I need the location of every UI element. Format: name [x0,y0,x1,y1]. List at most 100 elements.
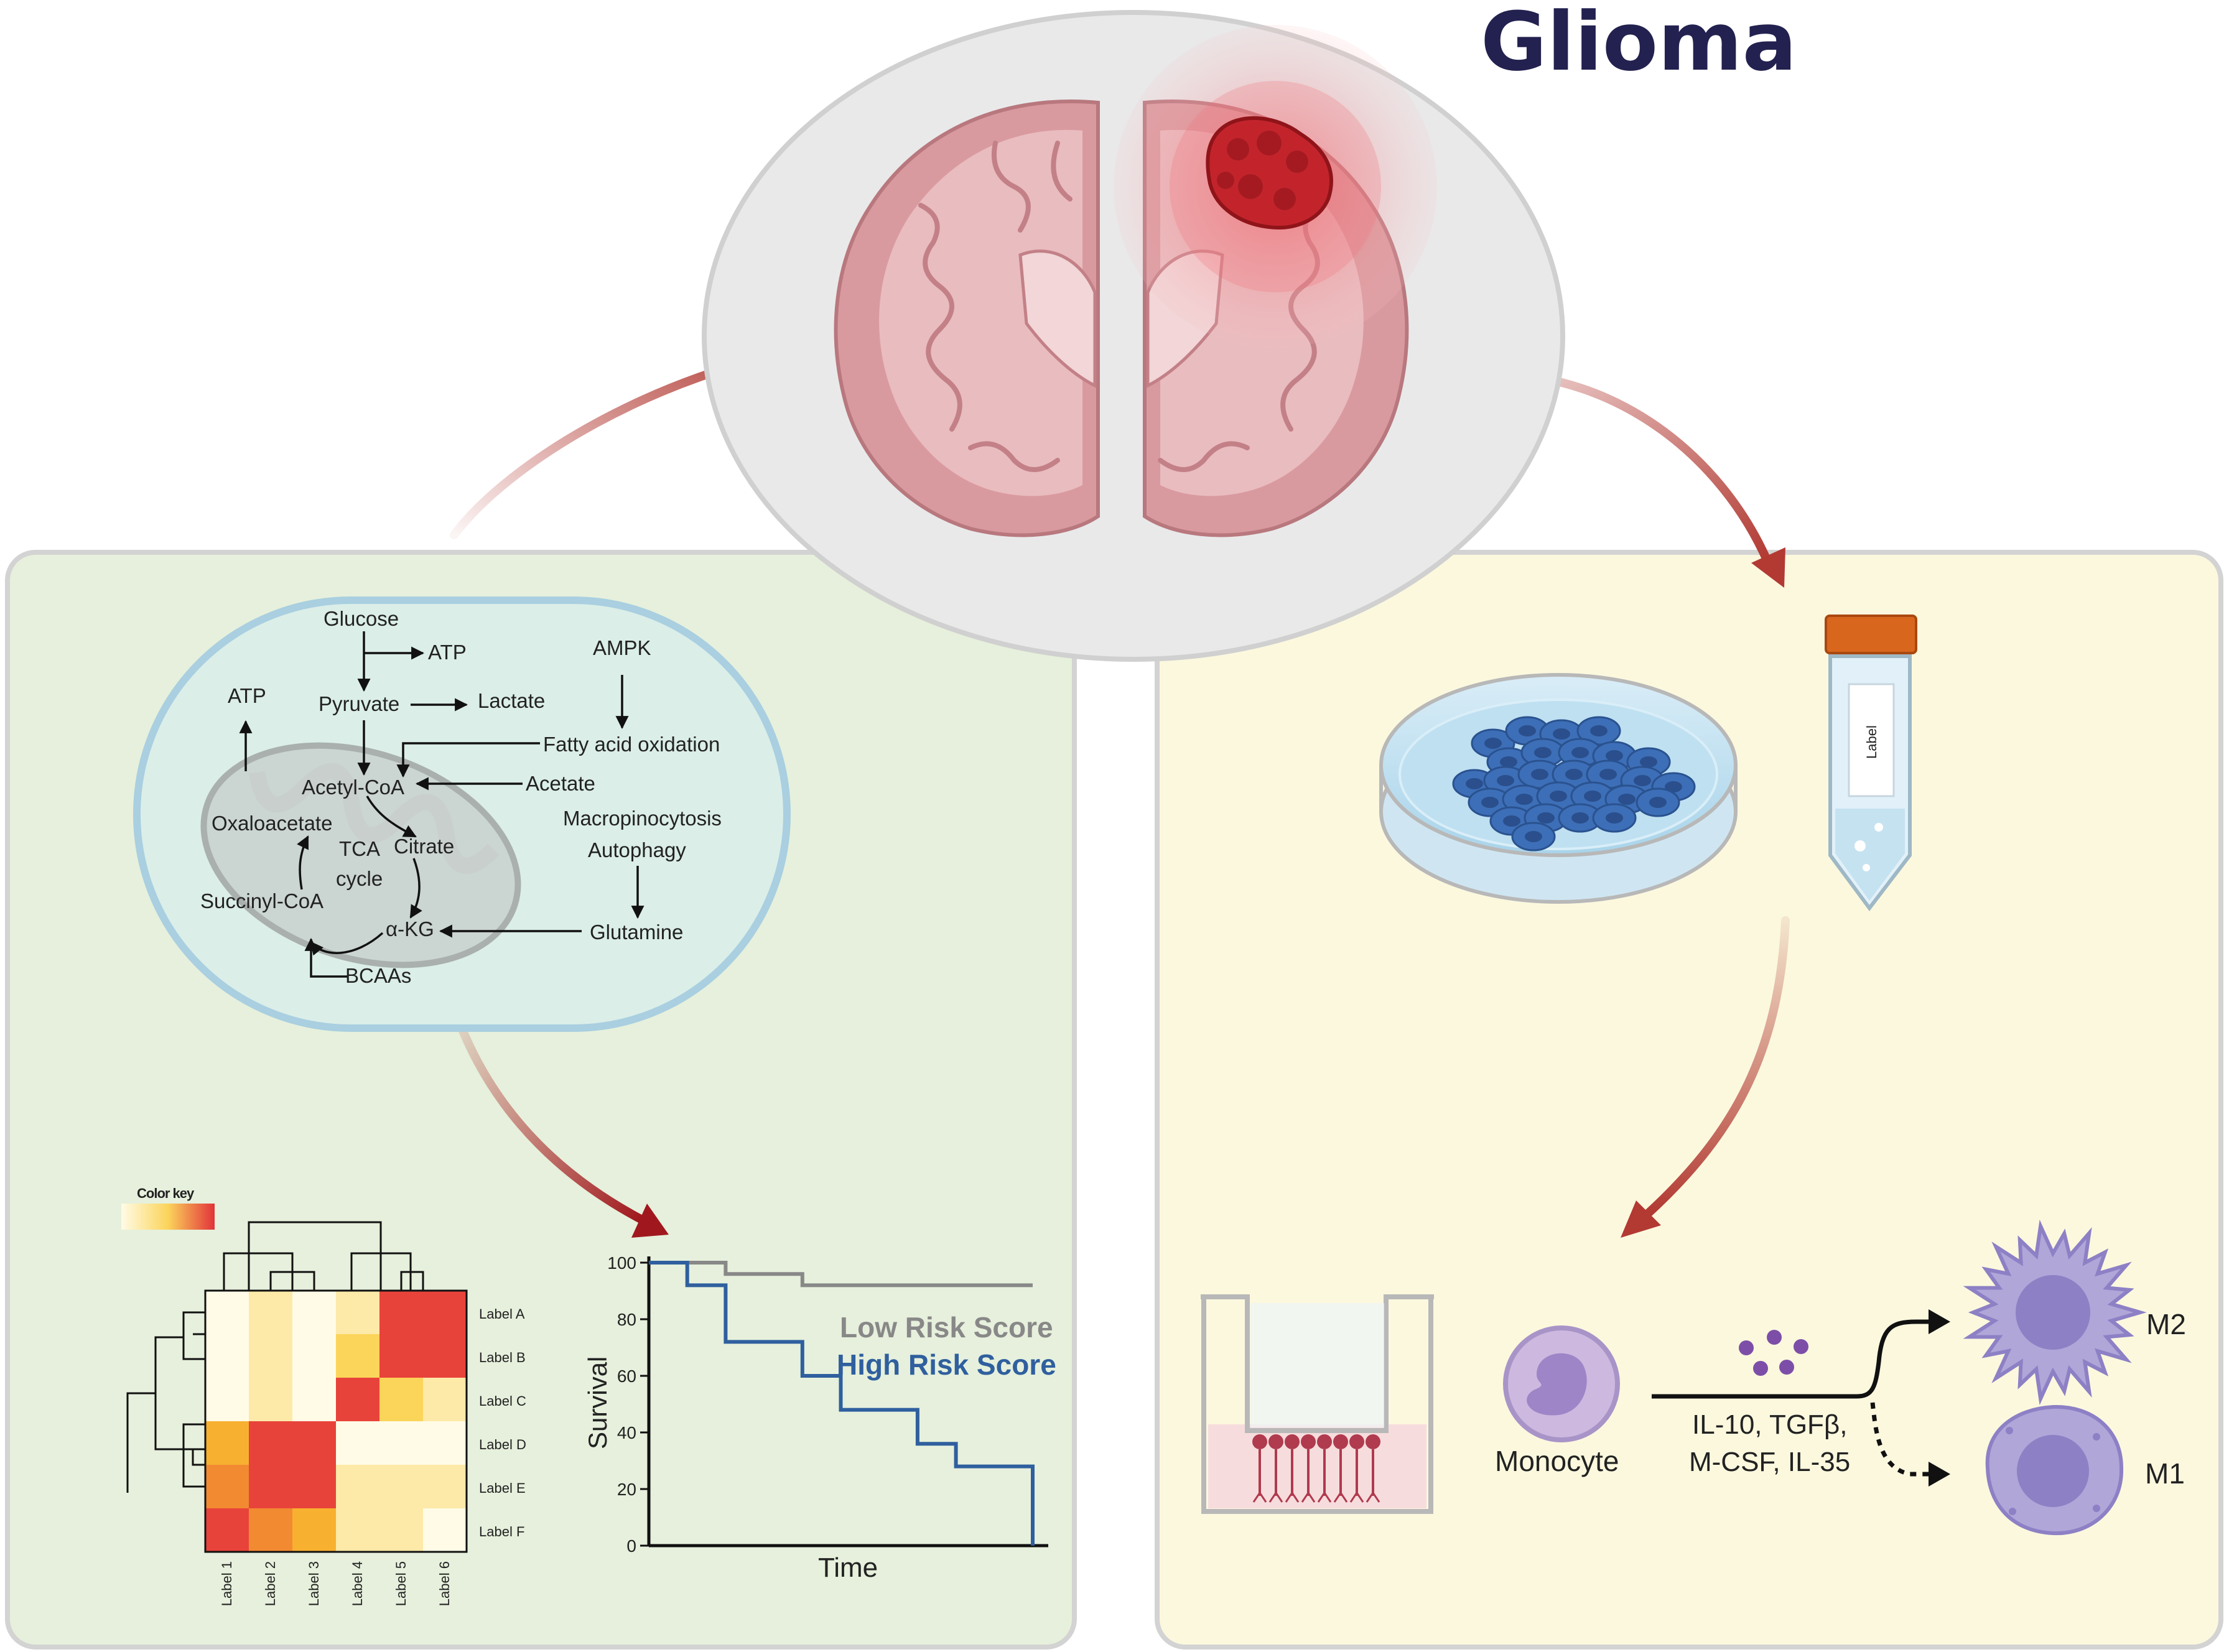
sample-tube: Label [1825,615,1917,911]
heatmap-color-key [121,1204,215,1230]
figure-title: Glioma [1481,0,1797,89]
label-fatty-acid-oxidation: Fatty acid oxidation [543,733,720,756]
heatmap-cell [292,1378,336,1421]
arrowhead-m1 [1929,1462,1950,1487]
heatmap-cell [336,1291,379,1334]
heatmap-cell [249,1421,292,1465]
label-citrate: Citrate [394,835,454,858]
heatmap-cell [205,1334,249,1378]
label-pyruvate: Pyruvate [319,692,399,715]
cancer-cell-nucleus [1599,769,1617,780]
brain-illustration [834,25,1437,537]
heatmap-cell [249,1334,292,1378]
polarization-arrows [1652,1319,1938,1477]
cancer-cell-nucleus [1634,775,1651,786]
cancer-cell-nucleus [1565,769,1583,780]
heatmap-cell [379,1421,423,1465]
heatmap-dendrograms [126,1221,424,1493]
transwell-cell-foot [1349,1491,1364,1503]
cancer-cell-nucleus [1606,750,1623,761]
metabolism-labels: Glucose ATP AMPK ATP Pyruvate Lactate Fa… [200,607,722,987]
cancer-cell-nucleus [1640,756,1657,768]
label-akg: α-KG [386,917,434,940]
cancer-cell-nucleus [1466,778,1483,789]
cancer-cell-nucleus [1571,747,1589,758]
monocyte [1503,1325,1620,1442]
transwell-cell [1349,1434,1364,1449]
label-autophagy: Autophagy [588,838,686,861]
tube-label: Label [1864,725,1879,759]
label-glutamine: Glutamine [590,921,683,944]
cancer-cell-nucleus [1550,791,1567,802]
heatmap-cell [249,1508,292,1552]
transwell-cell [1301,1434,1316,1449]
m2-macrophage [1963,1219,2147,1406]
transwell-cell-foot [1268,1491,1283,1503]
cytokine-dots [1739,1330,1808,1376]
survival-ylabel: Survival [583,1357,612,1449]
label-glucose: Glucose [323,607,399,630]
m2-label: M2 [2146,1308,2186,1340]
heatmap-cell [249,1291,292,1334]
heatmap-cell [292,1465,336,1508]
arrow-tube-to-transwell [1621,916,1790,1238]
heatmap-row-label: Label C [479,1393,526,1409]
cancer-cell-nucleus [1481,797,1499,808]
transwell-cell [1366,1434,1380,1449]
heatmap-cell [423,1378,467,1421]
monocyte-label: Monocyte [1495,1445,1619,1477]
heatmap-col-label: Label 5 [393,1561,409,1606]
label-cycle: cycle [336,867,383,890]
survival-y-tick-label: 40 [617,1423,636,1442]
cancer-cell-nucleus [1553,728,1570,740]
label-acetyl-coa: Acetyl-CoA [302,776,404,799]
heatmap-col-label: Label 4 [350,1561,365,1606]
label-acetate: Acetate [526,772,595,795]
survival-y-tick-label: 60 [617,1367,636,1386]
survival-line-high-risk [649,1261,1035,1546]
cancer-cell-nucleus [1534,747,1552,758]
heatmap-frame [204,1289,468,1553]
cancer-cell-nucleus [1590,725,1608,736]
heatmap-row-label: Label E [479,1480,526,1496]
label-oxaloacetate: Oxaloacetate [212,812,332,835]
survival-y-tick-label: 100 [607,1253,636,1273]
transwell-cell-foot [1366,1491,1380,1503]
heatmap-col-label: Label 1 [219,1561,235,1606]
label-atp-top: ATP [428,641,467,664]
cancer-cell-nucleus [1531,769,1548,780]
transwell-cell-foot [1252,1491,1267,1503]
cancer-cell-nucleus [1537,812,1555,824]
transwell-cells [1252,1434,1380,1503]
cancer-cells [1452,716,1696,852]
heatmap-col-label: Label 2 [263,1561,278,1606]
heatmap-cells [204,1289,468,1553]
heatmap-cell [379,1291,423,1334]
transwell-cell [1252,1434,1267,1449]
heatmap-row-label: Label F [479,1524,524,1539]
transwell-cell [1268,1434,1283,1449]
survival-y-tick-label: 20 [617,1480,636,1499]
metabolism-arrows [239,631,645,978]
cancer-cell-nucleus [1606,812,1623,824]
heatmap-cell [205,1465,249,1508]
heatmap-cell [205,1291,249,1334]
heatmap-cell [292,1291,336,1334]
label-succinyl-coa: Succinyl-CoA [200,889,323,912]
transwell-cell-foot [1333,1491,1348,1503]
metabolism-cell [133,596,791,1032]
label-bcaas: BCAAs [345,964,411,987]
heatmap-cell [205,1378,249,1421]
label-ampk: AMPK [593,636,651,659]
heatmap-cell [379,1508,423,1552]
cytokines-label-line2: M-CSF, IL-35 [1689,1447,1850,1477]
cancer-cell-nucleus [1500,756,1517,768]
survival-y-tick-label: 0 [626,1536,636,1556]
legend-high-risk: High Risk Score [837,1348,1056,1381]
heatmap-cell [423,1508,467,1552]
cancer-cell-nucleus [1519,725,1536,736]
heatmap-row-label: Label B [479,1350,526,1365]
